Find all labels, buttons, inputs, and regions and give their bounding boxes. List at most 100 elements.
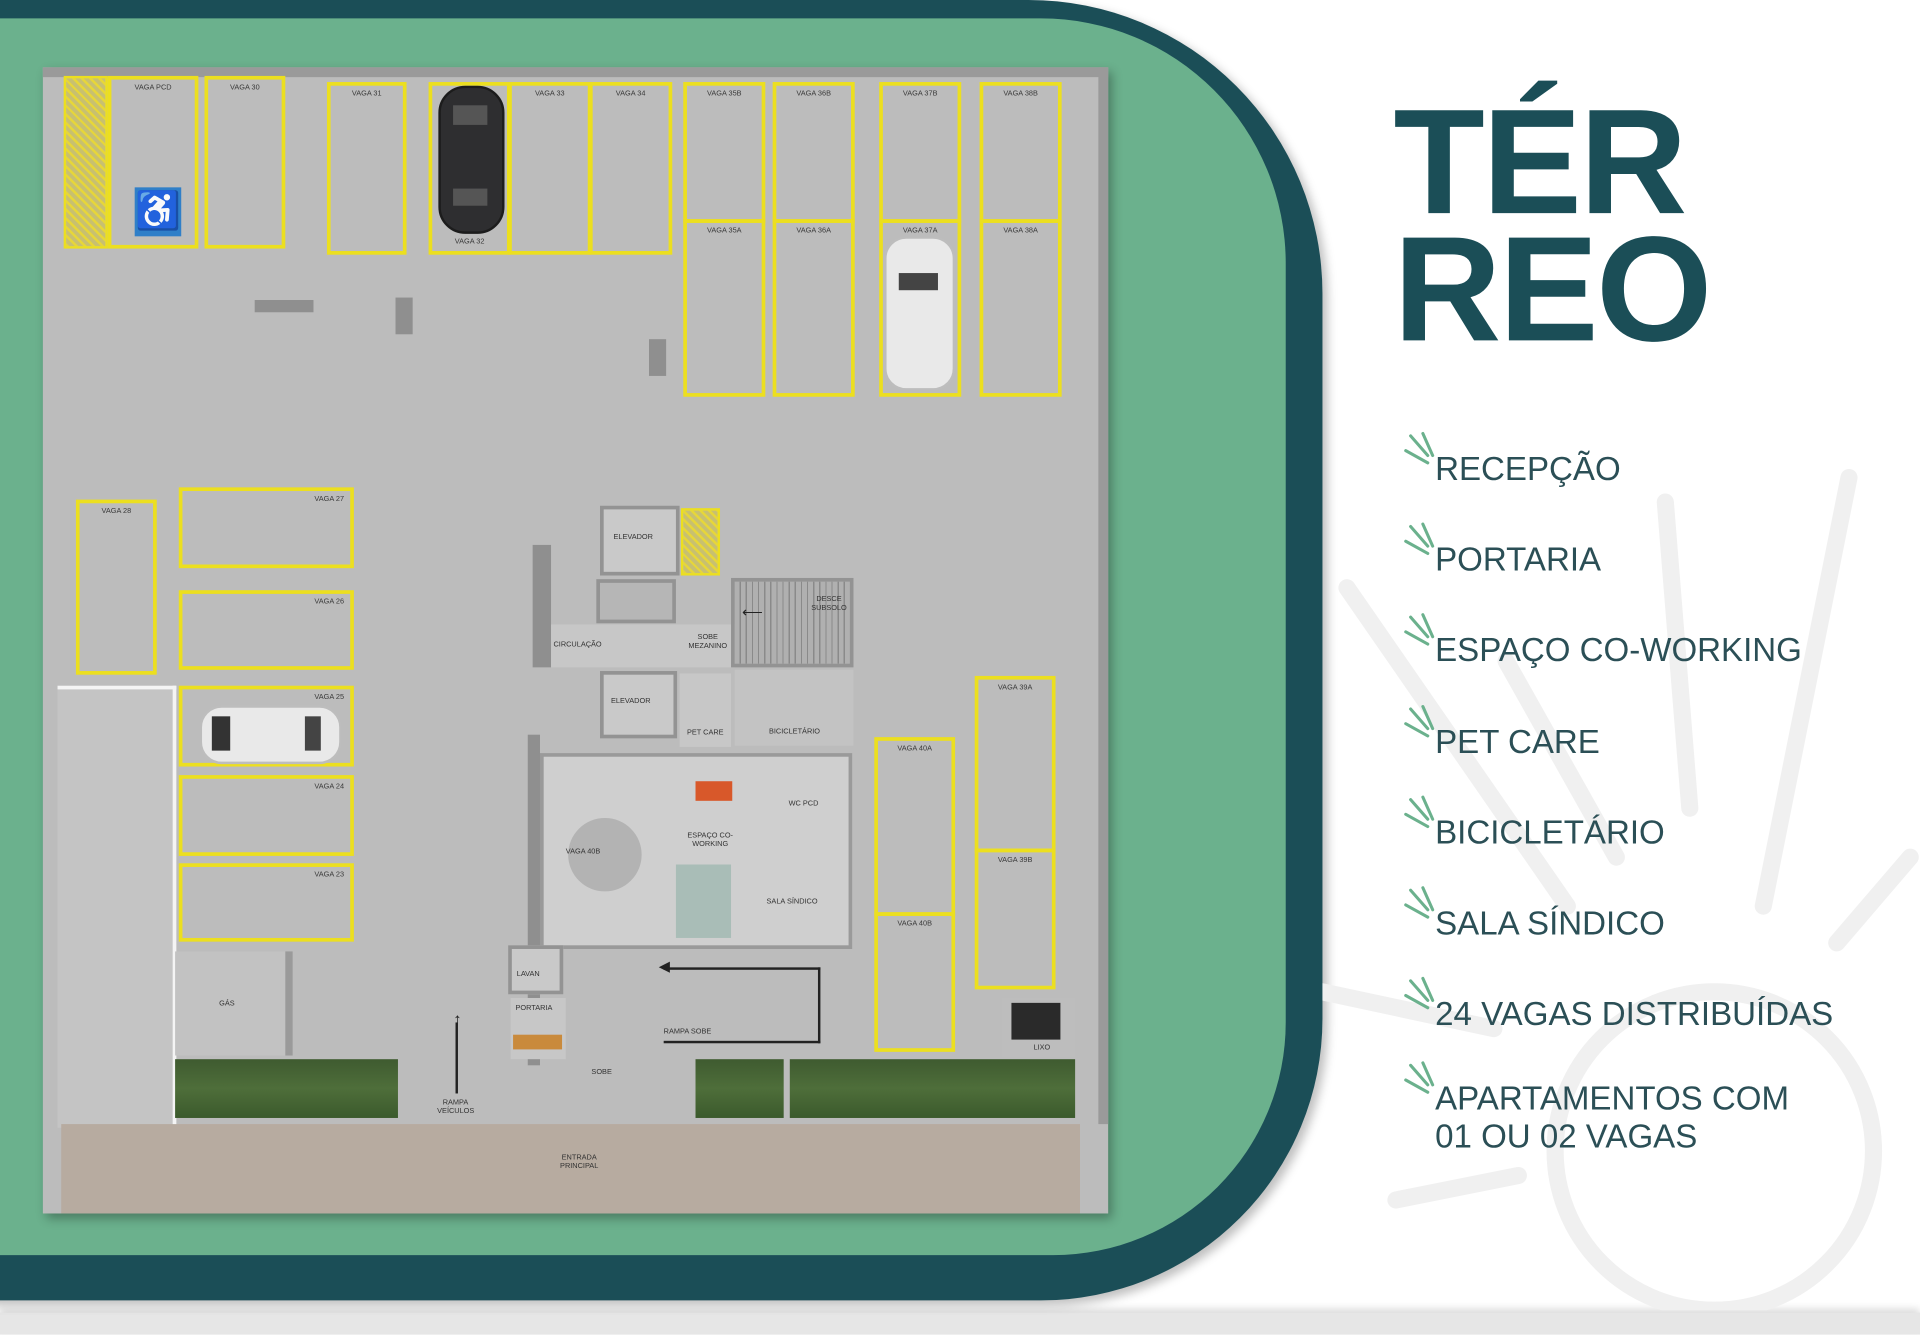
room-label: SOBE MEZANINO bbox=[688, 634, 728, 651]
parking-spot: VAGA 30 bbox=[204, 75, 286, 249]
parking-spot: VAGA 27 bbox=[178, 487, 354, 569]
parking-spot: VAGA 39B bbox=[974, 848, 1056, 990]
hatched-area bbox=[680, 508, 721, 576]
trash-room: LIXO bbox=[1001, 997, 1076, 1057]
plan-elements: VAGA PCD ♿ VAGA 30 VAGA 31 VAGA 32 VAGA … bbox=[43, 67, 1108, 1213]
spot-label: VAGA 38B bbox=[1003, 90, 1038, 98]
spot-label: VAGA 34 bbox=[615, 90, 646, 98]
feature-text: PORTARIA bbox=[1435, 541, 1602, 578]
arrow-left-icon: ◀ bbox=[658, 957, 671, 975]
concierge-desk bbox=[513, 1034, 563, 1050]
garden-left bbox=[175, 1059, 398, 1118]
spot-label: VAGA 40B bbox=[897, 920, 932, 929]
car-black bbox=[438, 85, 505, 234]
spot-label: VAGA 26 bbox=[314, 598, 345, 607]
parking-spot: VAGA 28 bbox=[75, 499, 157, 675]
sparkle-icon bbox=[1404, 522, 1435, 556]
plan-right-wall bbox=[1098, 67, 1109, 1125]
spot-label: VAGA 35A bbox=[706, 227, 742, 236]
car-white-horizontal bbox=[199, 705, 342, 765]
bike-room: BICICLETÁRIO bbox=[734, 669, 854, 746]
car-white-vertical bbox=[884, 236, 956, 391]
elevator-lobby bbox=[596, 579, 676, 624]
stairs: DESCE SUBSOLO ⟵ bbox=[731, 577, 854, 668]
parking-spot: VAGA 38B bbox=[979, 82, 1062, 223]
spot-label: VAGA 39B bbox=[997, 857, 1033, 865]
room-label: RAMPA VEÍCULOS bbox=[437, 1099, 475, 1116]
room-label: VAGA 40B bbox=[565, 848, 601, 856]
sparkle-icon bbox=[1404, 795, 1435, 829]
feature-text: PET CARE bbox=[1435, 723, 1600, 761]
spot-label: VAGA 37B bbox=[902, 90, 938, 98]
wheelchair-icon: ♿ bbox=[134, 187, 182, 237]
room-label: PORTARIA bbox=[515, 1005, 553, 1013]
spot-label: VAGA 35B bbox=[706, 90, 742, 98]
page-title: TÉR REO bbox=[1393, 78, 1712, 373]
room-label: DESCE SUBSOLO bbox=[811, 596, 847, 613]
feature-text: 01 OU 02 VAGAS bbox=[1435, 1117, 1698, 1155]
sparkle-icon bbox=[1404, 1061, 1435, 1094]
room-label: LIXO bbox=[1033, 1044, 1051, 1052]
room-label: WC PCD bbox=[788, 800, 819, 809]
room-label: ENTRADA PRINCIPAL bbox=[560, 1154, 599, 1171]
trash-bin bbox=[1011, 1002, 1061, 1040]
parking-spot: VAGA 26 bbox=[178, 590, 354, 670]
spot-label: VAGA PCD bbox=[134, 84, 172, 92]
spot-label: VAGA 32 bbox=[454, 238, 485, 247]
parking-spot: VAGA PCD ♿ bbox=[107, 75, 199, 249]
parking-spot: VAGA 23 bbox=[178, 863, 354, 942]
amenities-block: VAGA 40B ESPAÇO CO-WORKING WC PCD SALA S… bbox=[540, 753, 853, 949]
gas-room: GÁS bbox=[175, 951, 293, 1056]
spot-label: VAGA 28 bbox=[101, 508, 132, 516]
feature-text: APARTAMENTOS COM bbox=[1435, 1080, 1790, 1117]
room-label: RAMPA SOBE bbox=[663, 1028, 712, 1036]
laundry: LAVAN bbox=[508, 945, 564, 995]
spot-label: VAGA 27 bbox=[314, 495, 345, 504]
parking-spot: VAGA 35A bbox=[683, 219, 766, 397]
circulation-corridor: CIRCULAÇÃO SOBE MEZANINO bbox=[551, 624, 735, 668]
feature-text: 24 VAGAS DISTRIBUÍDAS bbox=[1435, 995, 1834, 1033]
pet-care-room: PET CARE bbox=[679, 673, 732, 747]
sparkle-icon bbox=[1404, 705, 1435, 738]
spot-label: VAGA 24 bbox=[314, 783, 345, 792]
concierge: PORTARIA bbox=[510, 997, 566, 1060]
pillar bbox=[648, 339, 667, 376]
garden-middle bbox=[695, 1059, 784, 1118]
spot-label: VAGA 36A bbox=[796, 227, 831, 236]
title-line-2: REO bbox=[1393, 205, 1712, 373]
sparkle-icon bbox=[1404, 886, 1435, 919]
parking-spot: VAGA 37A bbox=[879, 219, 962, 397]
elevator-1: ELEVADOR bbox=[600, 505, 680, 576]
orange-sofa bbox=[695, 781, 733, 801]
sidewalk-paving bbox=[61, 1124, 1081, 1214]
spot-label: VAGA 36B bbox=[796, 90, 831, 98]
spot-label: VAGA 33 bbox=[534, 90, 565, 98]
room-label: CIRCULAÇÃO bbox=[553, 641, 602, 649]
bottom-strip bbox=[0, 1312, 1920, 1335]
room-label: ELEVADOR bbox=[611, 697, 651, 706]
elevator-2: ELEVADOR bbox=[600, 671, 678, 739]
room-label: PET CARE bbox=[686, 729, 724, 738]
feature-text: SALA SÍNDICO bbox=[1435, 904, 1665, 942]
pillar bbox=[254, 300, 314, 313]
ramp-arrow: ◀ RAMPA SOBE bbox=[659, 958, 821, 1044]
room-label: LAVAN bbox=[516, 971, 540, 979]
parking-spot: VAGA 38A bbox=[979, 219, 1062, 397]
spot-label: VAGA 31 bbox=[351, 90, 382, 98]
core-wall bbox=[532, 544, 552, 668]
feature-text: BICICLETÁRIO bbox=[1435, 814, 1665, 852]
parking-spot: VAGA 40A bbox=[874, 737, 956, 916]
title-line-1: TÉR bbox=[1393, 78, 1687, 245]
parking-spot: VAGA 36A bbox=[772, 219, 855, 397]
parking-spot: VAGA 35B bbox=[683, 82, 766, 223]
room-label: BICICLETÁRIO bbox=[768, 728, 821, 736]
parking-spot: VAGA 34 bbox=[588, 82, 673, 255]
pillar bbox=[395, 297, 413, 335]
spot-label: VAGA 38A bbox=[1003, 227, 1038, 236]
parking-spot: VAGA 31 bbox=[326, 82, 407, 255]
room-label: GÁS bbox=[219, 1000, 235, 1008]
parking-spot: VAGA 40B bbox=[874, 912, 956, 1052]
arrow-up-icon: ↑ bbox=[453, 1008, 462, 1029]
ramp-arrow-line bbox=[455, 1022, 458, 1094]
